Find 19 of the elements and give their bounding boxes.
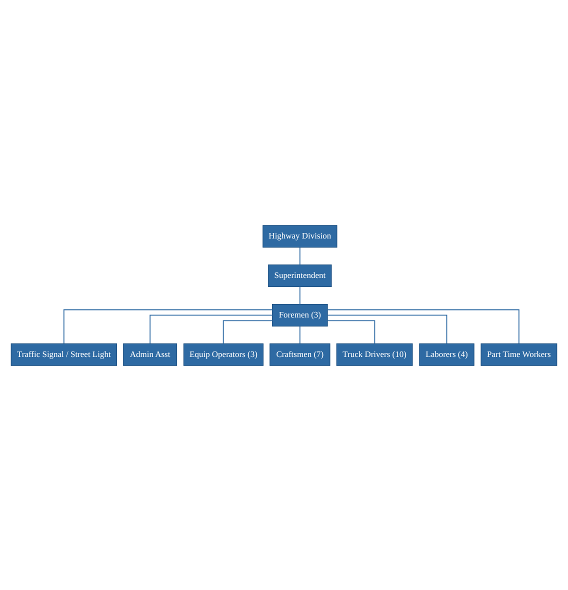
node-box: Truck Drivers (10) [336, 342, 413, 366]
node-box: Superintendent [268, 264, 332, 286]
node-box: Admin Asst [123, 342, 178, 366]
connector [150, 314, 273, 344]
node-box: Foremen (3) [272, 304, 328, 326]
node-box: Highway Division [262, 224, 338, 248]
node-box: Laborers (4) [419, 342, 474, 366]
connector [299, 325, 300, 344]
connector [299, 286, 300, 304]
connector [222, 320, 273, 344]
connector [327, 320, 376, 344]
connector [327, 308, 520, 344]
node-box: Equip Operators (3) [183, 342, 264, 366]
connector [327, 314, 448, 344]
connector [299, 246, 300, 265]
node-box: Traffic Signal / Street Light [10, 342, 117, 366]
connector [63, 308, 273, 344]
node-box: Craftsmen (7) [270, 342, 330, 366]
node-box: Part Time Workers [480, 342, 558, 366]
